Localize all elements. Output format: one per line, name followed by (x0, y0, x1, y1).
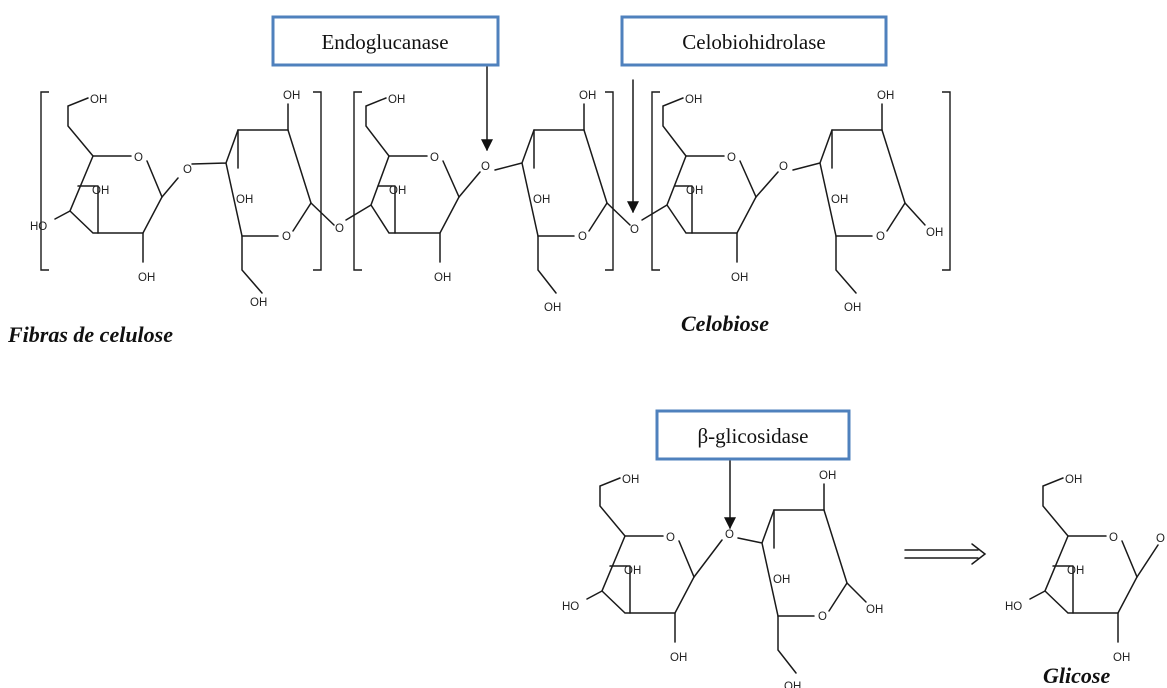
bracket-1 (40, 91, 322, 271)
celobiohidrolase-box: Celobiohidrolase (620, 15, 888, 67)
glucose-ring-6: OH OH O OH OH (792, 90, 943, 314)
bracket-3 (651, 91, 951, 271)
bracket-2 (353, 91, 614, 271)
oxygen-atom-label: O (481, 161, 490, 173)
hydroxyl-group-label: OH (434, 272, 451, 284)
oxygen-atom-label: O (725, 529, 734, 541)
hydroxyl-group-label: OH (624, 565, 641, 577)
oxygen-atom-label: O (1156, 533, 1165, 545)
reaction-arrow (904, 543, 987, 565)
oxygen-atom-label: O (430, 152, 439, 164)
glucose-ring-2: OH OH O OH (191, 90, 335, 309)
hydroxyl-group-label: HO (562, 601, 579, 613)
cellobiose-ring-1: OH O OH HO OH (562, 474, 723, 664)
hydroxyl-group-label: OH (686, 185, 703, 197)
caption-celobiose: Celobiose (681, 311, 769, 336)
hydroxyl-group-label: OH (866, 604, 883, 616)
endoglucanase-box: Endoglucanase (271, 15, 500, 67)
oxygen-atom-label: O (727, 152, 736, 164)
hydroxyl-group-label: OH (877, 90, 894, 102)
beta-glicosidase-label: β-glicosidase (698, 424, 809, 448)
glucose-ring-4: OH OH O OH (494, 90, 631, 314)
cellobiose-ring-2: OH OH O OH OH (737, 470, 883, 688)
hydroxyl-group-label: OH (92, 185, 109, 197)
hydroxyl-group-label: OH (250, 297, 267, 309)
hydroxyl-group-label: OH (90, 94, 107, 106)
hydroxyl-group-label: OH (831, 194, 848, 206)
hydroxyl-group-label: HO (1005, 601, 1022, 613)
caption-fibras-de-celulose: Fibras de celulose (7, 322, 173, 347)
celobiohidrolase-label: Celobiohidrolase (682, 30, 825, 54)
hydroxyl-group-label: OH (236, 194, 253, 206)
oxygen-atom-label: O (183, 164, 192, 176)
hydroxyl-group-label: OH (1065, 474, 1082, 486)
hydroxyl-group-label: OH (784, 681, 801, 688)
hydroxyl-group-label: OH (579, 90, 596, 102)
hydroxyl-group-label: OH (685, 94, 702, 106)
hydroxyl-group-label: OH (819, 470, 836, 482)
hydroxyl-group-label: OH (773, 574, 790, 586)
caption-glicose: Glicose (1043, 663, 1110, 688)
hydroxyl-group-label: OH (544, 302, 561, 314)
oxygen-atom-label: O (1109, 532, 1118, 544)
hydroxyl-group-label: OH (283, 90, 300, 102)
beta-glicosidase-box: β-glicosidase (655, 409, 851, 461)
hydroxyl-group-label: OH (670, 652, 687, 664)
glucose-ring-1: OH O OH HO OH (30, 94, 179, 284)
oxygen-atom-label: O (335, 223, 344, 235)
oxygen-atom-label: O (134, 152, 143, 164)
endoglucanase-label: Endoglucanase (321, 30, 448, 54)
hydroxyl-group-label: OH (1067, 565, 1084, 577)
hydroxyl-group-label: OH (138, 272, 155, 284)
oxygen-atom-label: O (779, 161, 788, 173)
hydroxyl-group-label: OH (731, 272, 748, 284)
hydroxyl-group-label: OH (388, 94, 405, 106)
oxygen-atom-label: O (876, 231, 885, 243)
oxygen-atom-label: O (282, 231, 291, 243)
glucose-ring-3: OH O OH OH (345, 94, 481, 284)
oxygen-atom-label: O (578, 231, 587, 243)
hydroxyl-group-label: HO (30, 221, 47, 233)
oxygen-atom-label: O (630, 224, 639, 236)
hydroxyl-group-label: OH (389, 185, 406, 197)
hydroxyl-group-label: OH (926, 227, 943, 239)
glucose-molecule: OH O OH HO OH O (1005, 474, 1165, 664)
hydroxyl-group-label: OH (533, 194, 550, 206)
hydroxyl-group-label: OH (622, 474, 639, 486)
glucose-ring-5: OH O OH OH (641, 94, 779, 284)
oxygen-atom-label: O (666, 532, 675, 544)
hydroxyl-group-label: OH (844, 302, 861, 314)
oxygen-atom-label: O (818, 611, 827, 623)
hydroxyl-group-label: OH (1113, 652, 1130, 664)
